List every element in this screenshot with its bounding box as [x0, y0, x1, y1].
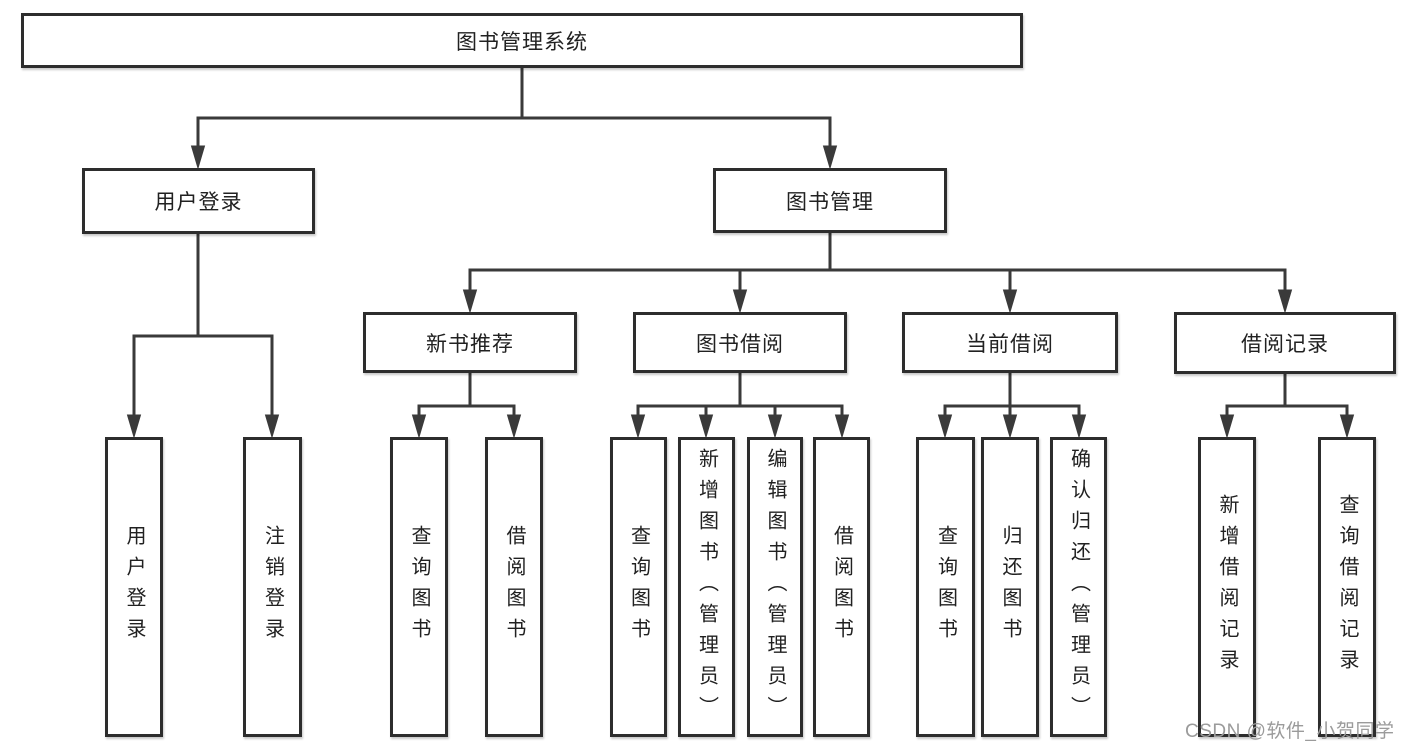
node-label: 借阅图书	[830, 525, 853, 649]
node-label: 图书管理	[786, 190, 874, 214]
leaf-user-login: 用户登录	[105, 437, 163, 737]
node-new-book-recommend: 新书推荐	[363, 312, 577, 373]
node-label: 编辑图书（管理员）	[764, 447, 786, 727]
node-current-borrowing: 当前借阅	[902, 312, 1118, 373]
node-label: 用户登录	[123, 525, 145, 649]
node-root-system: 图书管理系统	[21, 13, 1023, 68]
leaf-return-books: 归还图书	[981, 437, 1039, 737]
node-label: 新增借阅记录	[1216, 494, 1238, 680]
node-label: 确认归还（管理员）	[1067, 447, 1090, 727]
leaf-borrow-books: 借阅图书	[813, 437, 870, 737]
node-label: 图书管理系统	[456, 30, 588, 54]
node-label: 借阅图书	[503, 525, 525, 649]
leaf-query-books-recommend: 查询图书	[390, 437, 448, 737]
node-label: 图书借阅	[696, 332, 784, 356]
node-label: 查询图书	[627, 525, 650, 649]
leaf-query-books-current: 查询图书	[916, 437, 975, 737]
node-label: 用户登录	[154, 191, 243, 214]
leaf-query-borrow-record: 查询借阅记录	[1318, 437, 1376, 737]
node-user-login: 用户登录	[82, 168, 315, 234]
leaf-confirm-return-admin: 确认归还（管理员）	[1050, 437, 1107, 737]
node-label: 借阅记录	[1241, 333, 1329, 356]
node-label: 注销登录	[261, 525, 284, 649]
node-label: 当前借阅	[966, 332, 1054, 356]
node-label: 新增图书（管理员）	[695, 447, 718, 727]
node-label: 查询借阅记录	[1336, 494, 1358, 680]
node-label: 归还图书	[999, 525, 1021, 649]
node-label: 新书推荐	[426, 332, 514, 356]
node-label: 查询图书	[408, 525, 430, 649]
leaf-logout: 注销登录	[243, 437, 302, 737]
node-book-management: 图书管理	[713, 168, 947, 233]
node-borrowing-records: 借阅记录	[1174, 312, 1396, 374]
leaf-add-borrow-record: 新增借阅记录	[1198, 437, 1256, 737]
leaf-add-books-admin: 新增图书（管理员）	[678, 437, 735, 737]
node-label: 查询图书	[934, 525, 957, 649]
leaf-borrow-books-recommend: 借阅图书	[485, 437, 543, 737]
csdn-watermark: CSDN @软件_小贺同学	[1185, 721, 1395, 742]
node-book-borrowing: 图书借阅	[633, 312, 847, 373]
leaf-query-books-borrowing: 查询图书	[610, 437, 667, 737]
leaf-edit-books-admin: 编辑图书（管理员）	[747, 437, 803, 737]
